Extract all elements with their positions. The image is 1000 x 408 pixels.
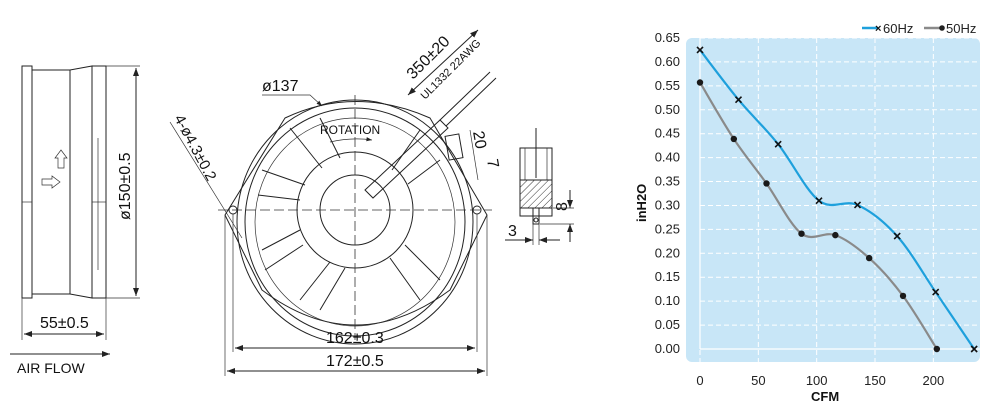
legend: × 60Hz 50Hz	[862, 21, 976, 36]
data-point-60Hz	[970, 345, 978, 353]
terminal-detail: 8 3	[505, 128, 574, 245]
y-tick-label: 0.00	[655, 341, 680, 356]
y-tick-label: 0.45	[655, 126, 680, 141]
data-point-60Hz	[815, 197, 823, 205]
front-view: ROTATION ø137 4-ø4.3±0.2 350±20 UL1332 2…	[169, 29, 501, 376]
depth-label: 55±0.5	[40, 315, 89, 332]
x-axis-label: CFM	[811, 389, 839, 404]
terminal-height-label: 8	[554, 202, 571, 211]
data-point-50Hz	[696, 79, 704, 86]
data-point-50Hz	[763, 180, 770, 187]
legend-60hz-label: 60Hz	[883, 21, 913, 36]
data-point-50Hz	[933, 345, 941, 353]
data-point-50Hz	[730, 135, 738, 143]
legend-dot-marker-icon	[939, 25, 945, 31]
data-point-50Hz	[865, 254, 873, 262]
x-tick-label: 200	[922, 373, 944, 388]
ring-diameter-label: ø137	[262, 78, 299, 95]
y-tick-label: 0.65	[655, 30, 680, 45]
data-point-60Hz	[893, 232, 901, 240]
terminal-width-detail-label: 3	[508, 223, 517, 240]
arrow-up-icon	[54, 149, 68, 169]
y-tick-label: 0.35	[655, 174, 680, 189]
data-point-60Hz	[932, 288, 940, 296]
y-tick-label: 0.60	[655, 54, 680, 69]
y-tick-label: 0.55	[655, 78, 680, 93]
legend-50hz-label: 50Hz	[946, 21, 976, 36]
y-tick-label: 0.30	[655, 197, 680, 212]
x-tick-label: 100	[806, 373, 828, 388]
y-tick-label: 0.15	[655, 269, 680, 284]
plot-background	[686, 38, 980, 362]
data-point-60Hz	[696, 46, 704, 54]
legend-x-marker-icon: ×	[875, 23, 881, 35]
overall-width-label: 172±0.5	[326, 353, 384, 370]
data-point-50Hz	[899, 292, 907, 300]
data-point-60Hz	[774, 140, 782, 148]
x-tick-label: 0	[696, 373, 703, 388]
side-diameter-label: ø150±0.5	[117, 152, 134, 220]
side-view: ø150±0.5 55±0.5 AIR FLOW	[10, 65, 140, 376]
hole-spacing-label: 162±0.3	[326, 330, 384, 347]
terminal-width-label: 20	[469, 130, 489, 151]
x-tick-label: 50	[751, 373, 765, 388]
data-point-60Hz	[734, 96, 743, 104]
y-tick-label: 0.20	[655, 245, 680, 260]
y-axis-label: inH2O	[634, 184, 649, 222]
holes-label: 4-ø4.3±0.2	[170, 112, 219, 184]
airflow-label: AIR FLOW	[17, 360, 85, 376]
terminal-offset-label: 7	[483, 158, 501, 170]
y-tick-label: 0.10	[655, 293, 680, 308]
y-tick-label: 0.40	[655, 150, 680, 165]
data-point-60Hz	[853, 201, 862, 209]
rotation-label: ROTATION	[320, 123, 380, 137]
pq-chart: 0.00 0.05 0.10 0.15 0.20 0.25 0.30 0.35 0.40 0.45…	[634, 21, 980, 404]
y-tick-label: 0.50	[655, 102, 680, 117]
data-point-50Hz	[832, 231, 839, 239]
y-tick-label: 0.25	[655, 221, 680, 236]
arrow-right-icon	[41, 175, 61, 189]
data-point-50Hz	[798, 230, 805, 237]
y-tick-label: 0.05	[655, 317, 680, 332]
x-tick-label: 150	[864, 373, 886, 388]
